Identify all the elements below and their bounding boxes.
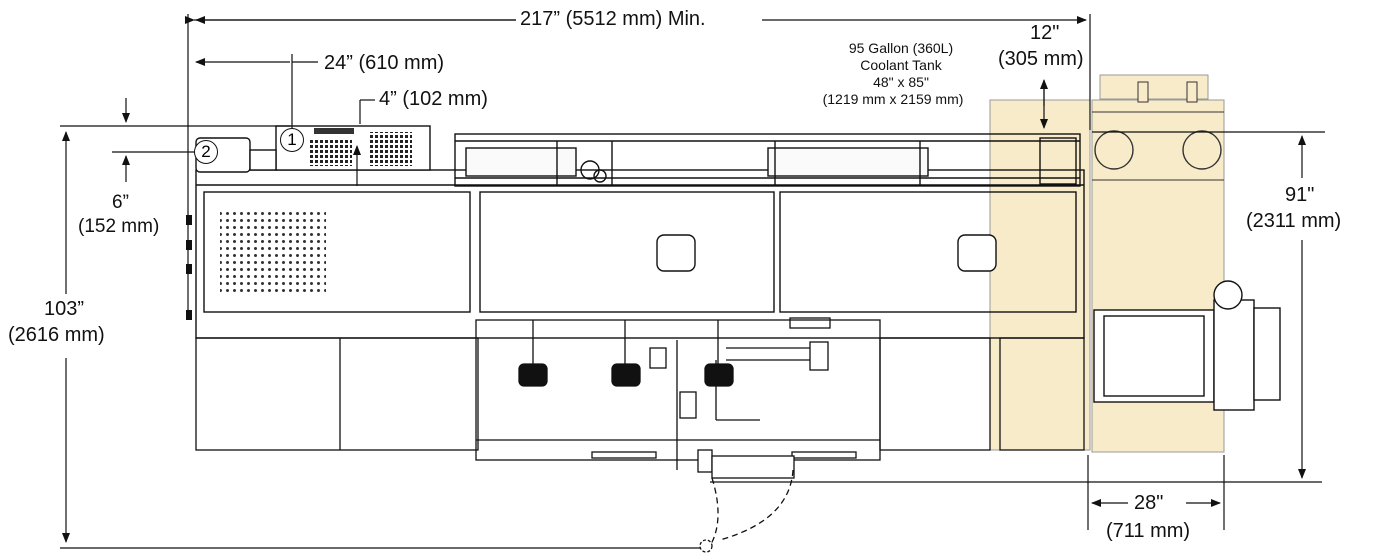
- height-6-in-label: 6”: [112, 192, 129, 213]
- callout-2: 2: [194, 140, 218, 164]
- callout-1: 1: [280, 128, 304, 152]
- height-6-mm-label: (152 mm): [78, 216, 160, 237]
- machine-outline: [195, 133, 1085, 339]
- dimension-lines: [60, 14, 1325, 549]
- tank-28-in-label: 28": [1134, 492, 1164, 514]
- tank-91-mm-label: (2311 mm): [1246, 210, 1342, 232]
- coolant-tank-line2: Coolant Tank: [860, 57, 942, 73]
- overall-width-label: 217” (5512 mm) Min.: [520, 8, 706, 30]
- clearance-12-in-label: 12": [1030, 22, 1060, 44]
- vent-panel: [220, 208, 326, 296]
- machine-base: [195, 317, 1085, 470]
- clearance-12-mm-label: (305 mm): [998, 48, 1084, 70]
- tank-91-in-label: 91": [1285, 184, 1315, 206]
- coolant-tank-line3: 48" x 85": [873, 74, 929, 90]
- coolant-tank-line4: (1219 mm x 2159 mm): [822, 91, 964, 107]
- side-tabs: [186, 215, 192, 320]
- depth-103-mm-label: (2616 mm): [8, 324, 105, 346]
- coolant-tank-line1: 95 Gallon (360L): [848, 40, 954, 56]
- clearance-4-label: 4” (102 mm): [379, 88, 488, 110]
- chip-conveyor: [1093, 280, 1281, 411]
- door-windows: [656, 234, 997, 272]
- width-24-label: 24” (610 mm): [324, 52, 445, 74]
- control-arm: [697, 449, 795, 553]
- tank-28-mm-label: (711 mm): [1106, 520, 1191, 542]
- coil-springs: [518, 320, 734, 387]
- depth-103-in-label: 103”: [44, 298, 85, 320]
